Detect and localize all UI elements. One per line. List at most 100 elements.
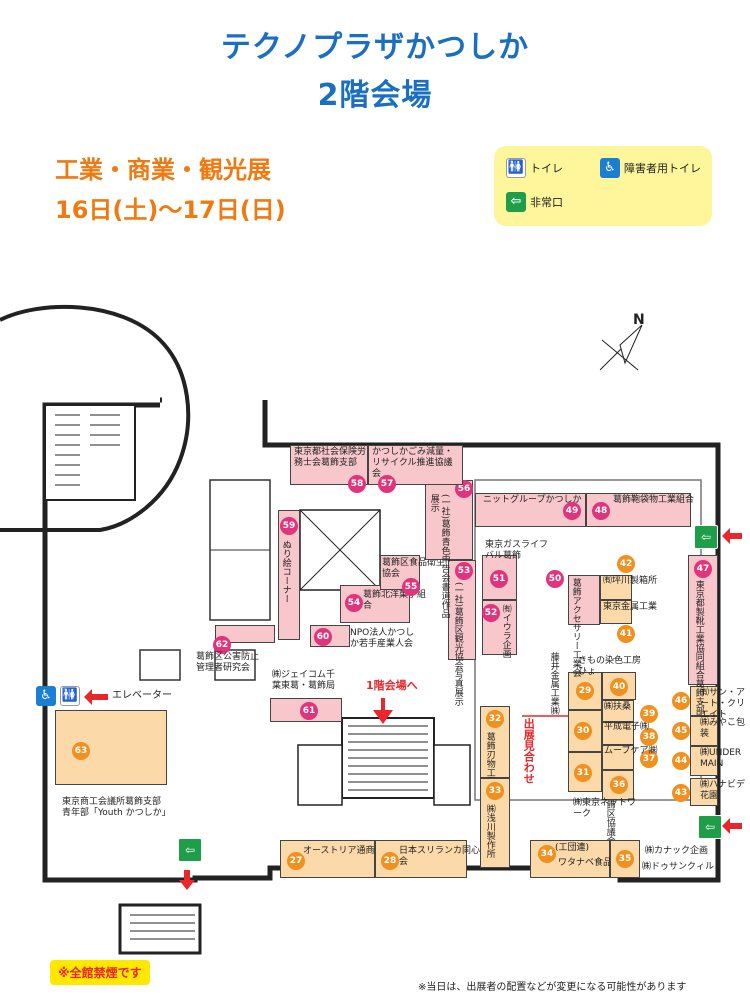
booth-label-36: ㈱東京ネットワーク <box>573 798 637 819</box>
wheelchair-icon: ♿ <box>600 158 620 178</box>
booth-label-44: ㈱UNDER MAIN <box>700 748 742 769</box>
booth-number-48: 48 <box>592 502 610 520</box>
booth-label-45: ㈱みやこ包装 <box>700 718 746 739</box>
page-subtitle: 2階会場 <box>317 78 433 113</box>
booth-43[interactable] <box>690 778 718 806</box>
no-smoking-notice: ※全館禁煙です <box>50 960 150 985</box>
booth-label-51: 東京ガスライフバル葛飾 <box>485 540 549 561</box>
elevator-label: エレベーター <box>112 690 172 701</box>
booth-label-42: ㈲坪川製箱所 <box>603 576 658 586</box>
booth-number-31: 31 <box>574 764 592 782</box>
booth-label-60: NPO法人かつしか若手産業人会 <box>350 628 415 649</box>
booth-49[interactable] <box>475 493 586 527</box>
booth-label-39: ㈱扶桑 <box>604 702 632 712</box>
toilet-icon: 🚻 <box>506 158 526 178</box>
booth-label-63: 東京商工会議所葛飾支部青年部「Youth かつしか」 <box>62 797 171 818</box>
booth-label-33: ㈱浅川製作所 <box>484 804 495 858</box>
booth-number-54: 54 <box>345 594 363 612</box>
booth-31[interactable] <box>568 752 602 792</box>
booth-label-58: 東京都社会保険労務士会葛飾支部 <box>294 447 367 468</box>
booth-number-37: 37 <box>640 750 658 768</box>
booth-label-61: ㈱ジェイコム千葉東葛・葛飾局 <box>272 670 336 691</box>
booth-number-33: 33 <box>486 782 504 800</box>
compass-label: N <box>633 312 645 328</box>
booth-number-55: 55 <box>402 578 420 596</box>
booth-number-50: 50 <box>546 570 564 588</box>
legend-toilet-label: トイレ <box>530 162 563 175</box>
footnote: ※当日は、出展者の配置などが変更になる可能性があります <box>418 982 687 993</box>
booth-label-41: 東京金属工業 <box>603 602 658 612</box>
expo-name: 工業・商業・観光展 <box>55 156 271 184</box>
dousan-label: ㈱ドゥサンクィル <box>642 862 715 872</box>
exit-icon-east-1: ⇦ <box>694 525 718 549</box>
booth-number-45: 45 <box>672 722 690 740</box>
booth-number-61: 61 <box>300 702 318 720</box>
booth-number-53: 53 <box>455 562 473 580</box>
booth-number-59: 59 <box>280 517 298 535</box>
booth-number-34: 34 <box>538 845 556 863</box>
booth-label-49: ニットグループかつしか <box>483 495 582 505</box>
booth-59[interactable] <box>278 510 300 640</box>
booth-number-29: 29 <box>576 682 594 700</box>
booth-label-62: 葛飾区公害防止管理者研究会 <box>196 652 260 673</box>
booth-45[interactable] <box>690 716 718 746</box>
booth-44[interactable] <box>690 746 718 776</box>
booth-label-28: 日本スリランカ同心会 <box>399 846 481 867</box>
to-first-floor-label[interactable]: 1階会場へ <box>366 679 418 692</box>
toilet-icon: 🚻 <box>60 686 80 706</box>
booth-number-43: 43 <box>672 784 690 802</box>
booth-27[interactable] <box>280 840 375 878</box>
booth-label-34: ワタナベ食品㈱ <box>558 858 622 868</box>
booth-41[interactable] <box>600 600 632 624</box>
booth-label-55: 葛飾区食品衛生協会 <box>382 558 446 579</box>
booth-38[interactable] <box>602 722 634 745</box>
booth-number-36: 36 <box>610 776 628 794</box>
legend-exit-label: 非常口 <box>530 196 563 209</box>
booth-label-53: (一社)葛飾区観光協会写真展示 <box>452 582 463 707</box>
booth-number-60: 60 <box>314 628 332 646</box>
booth-label-43: ㈱ハナビデ花園 <box>700 780 746 801</box>
booth-number-28: 28 <box>381 852 399 870</box>
exit-icon: ⇦ <box>506 192 526 212</box>
booth-number-47: 47 <box>694 560 712 578</box>
booth-label-46: ㈲サン・アート・クリエイト <box>700 688 746 720</box>
booth-30[interactable] <box>568 710 602 752</box>
booth-label-38: 平成電子㈱ <box>604 722 650 732</box>
legend-toilet: 🚻 トイレ <box>506 158 563 178</box>
booth-number-30: 30 <box>574 722 592 740</box>
tbd-label: 出展見合わせ <box>522 718 536 784</box>
booth-number-38: 38 <box>640 728 658 746</box>
booth-54[interactable] <box>340 585 410 623</box>
booth-number-41: 41 <box>617 625 635 643</box>
exit-icon-south: ⇦ <box>178 838 202 862</box>
booth-42[interactable] <box>600 575 632 600</box>
booth-number-57: 57 <box>378 475 396 493</box>
booth-label-57: かつしかごみ減量・リサイクル推進協議会 <box>372 447 454 479</box>
booth-label-40: きもの染色工房ひょ <box>578 656 642 677</box>
booth-62[interactable] <box>215 625 275 643</box>
booth-number-32: 32 <box>486 710 504 728</box>
legend-accessible: ♿ 障害者用トイレ <box>600 158 701 178</box>
booth-number-42: 42 <box>617 555 635 573</box>
legend: 🚻 トイレ ♿ 障害者用トイレ ⇦ 非常口 <box>494 146 712 226</box>
booth-label-31: しんきん葛飾区協議会 <box>604 755 615 845</box>
booth-label-56: (一社)葛飾青色申告会書道作品展示 <box>428 494 450 619</box>
booth-number-49: 49 <box>563 502 581 520</box>
legend-accessible-label: 障害者用トイレ <box>624 162 701 175</box>
legend-exit: ⇦ 非常口 <box>506 192 563 212</box>
booth-number-39: 39 <box>640 705 658 723</box>
booth-46[interactable] <box>690 686 718 716</box>
booth-label-54: 葛飾北洋菓子組合 <box>363 590 427 611</box>
booth-35[interactable] <box>610 840 640 878</box>
booth-number-52: 52 <box>482 604 500 622</box>
booth-label-32: 葛飾刃物工業会 <box>484 732 495 795</box>
booth-label-59: ぬり絵コーナー <box>280 540 291 603</box>
booth-50[interactable] <box>568 575 600 625</box>
booth-39[interactable] <box>602 700 634 722</box>
exit-icon-east-2: ⇦ <box>698 815 722 839</box>
booth-37[interactable] <box>602 745 634 770</box>
booth-32[interactable] <box>480 706 510 778</box>
booth-number-27: 27 <box>287 852 305 870</box>
booth-label-50: 葛飾アクセサリー工業会 <box>570 578 581 677</box>
